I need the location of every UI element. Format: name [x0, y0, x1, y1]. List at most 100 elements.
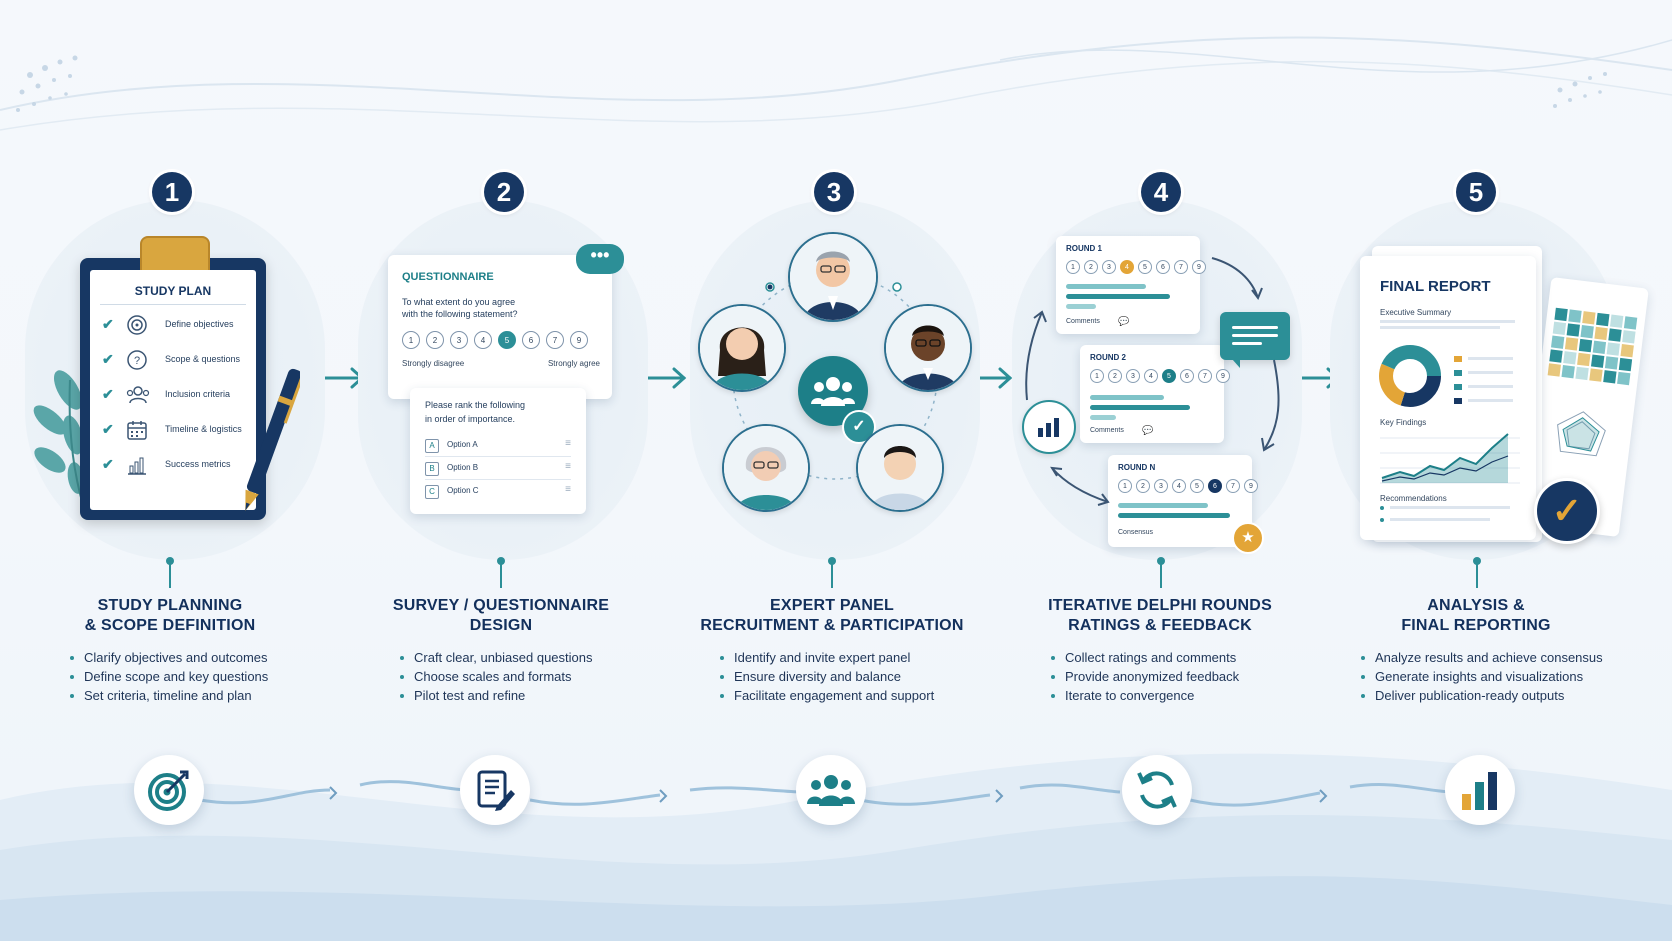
bullet-item: Define scope and key questions: [68, 667, 268, 686]
bullet-item: Facilitate engagement and support: [718, 686, 934, 705]
scale-option[interactable]: 1: [402, 331, 420, 349]
bottom-step-5[interactable]: [1445, 755, 1515, 825]
round-scale-option: 3: [1126, 369, 1140, 383]
step-5-number-badge: 5: [1456, 172, 1496, 212]
rank-option[interactable]: B Option B ≡: [425, 461, 571, 480]
check-icon: ✔: [102, 316, 114, 332]
study-plan-item: Scope & questions: [165, 354, 241, 364]
step-3-connector: [828, 557, 836, 588]
target-icon: [148, 770, 189, 811]
comment-icon: 💬: [1118, 316, 1130, 326]
ranking-card: Please rank the following in order of im…: [410, 388, 586, 514]
comment-icon: 💬: [1142, 425, 1154, 435]
scale-option[interactable]: 7: [546, 331, 564, 349]
expert-avatar: [698, 304, 786, 392]
scale-option[interactable]: 2: [426, 331, 444, 349]
step-3-bullets: Identify and invite expert panel Ensure …: [718, 648, 934, 705]
group-icon: [807, 775, 855, 806]
round-footer: Comments: [1066, 318, 1100, 325]
round-card: ROUND N 1 2 3 4 5 6 7 9 Consensus: [1108, 455, 1258, 547]
step-4-number-badge: 4: [1141, 172, 1181, 212]
expert-avatar: [788, 232, 878, 322]
rank-option[interactable]: A Option A ≡: [425, 438, 571, 457]
expert-avatar: [722, 424, 810, 512]
feedback-bubble-icon: [1220, 312, 1290, 368]
svg-text:?: ?: [134, 355, 140, 367]
bar-chart-icon: [1462, 772, 1497, 810]
scale-option[interactable]: 9: [570, 331, 588, 349]
report-heading: FINAL REPORT: [1380, 278, 1491, 295]
bullet-item: Deliver publication-ready outputs: [1359, 686, 1603, 705]
bottom-step-3[interactable]: [796, 755, 866, 825]
drag-handle-icon[interactable]: ≡: [565, 438, 571, 449]
check-icon: ✔: [102, 351, 114, 367]
bullet-item: Analyze results and achieve consensus: [1359, 648, 1603, 667]
clipboard-paper: STUDY PLAN: [90, 270, 256, 510]
calendar-icon: [127, 421, 147, 440]
round-scale-option: 5: [1138, 260, 1152, 274]
scale-option[interactable]: 6: [522, 331, 540, 349]
bullet-item: Identify and invite expert panel: [718, 648, 934, 667]
rank-option-label: Option C: [447, 486, 479, 495]
scale-option-selected[interactable]: 5: [498, 331, 516, 349]
rank-option-key: C: [425, 485, 439, 499]
people-icon: [126, 386, 150, 404]
target-small-icon: [127, 315, 147, 335]
step-1-connector: [166, 557, 174, 588]
cycle-arrows: [1025, 257, 1280, 506]
scale-option[interactable]: 4: [474, 331, 492, 349]
bullet-item: Set criteria, timeline and plan: [68, 686, 268, 705]
panel-center-icon: [798, 356, 868, 426]
bottom-step-1[interactable]: [134, 755, 204, 825]
line-chart: [1380, 433, 1520, 484]
questionnaire-card: QUESTIONNAIRE To what extent do you agre…: [388, 255, 612, 399]
step-4-connector: [1157, 557, 1165, 588]
step-2-title-line1: SURVEY / QUESTIONNAIRE: [392, 597, 610, 614]
rank-option-label: Option B: [447, 463, 479, 472]
rank-option[interactable]: C Option C ≡: [425, 484, 571, 502]
step-2-title: SURVEY / QUESTIONNAIRE DESIGN: [341, 596, 661, 636]
round-scale-option: 7: [1226, 479, 1240, 493]
bullet-item: Provide anonymized feedback: [1049, 667, 1239, 686]
round-scale: 1 2 3 4 5 6 7 9: [1090, 369, 1234, 383]
scale-option[interactable]: 3: [450, 331, 468, 349]
step-5-connector: [1473, 557, 1481, 588]
rank-line-2: in order of importance.: [425, 414, 516, 424]
round-scale: 1 2 3 4 5 6 7 9: [1118, 479, 1262, 493]
check-icon: ✔: [102, 421, 114, 437]
round-scale-option: 2: [1084, 260, 1098, 274]
round-scale-option: 6: [1156, 260, 1170, 274]
rank-line-1: Please rank the following: [425, 400, 526, 410]
rank-option-key: A: [425, 439, 439, 453]
study-plan-item: Define objectives: [165, 319, 234, 329]
approved-check-icon: ✓: [1534, 478, 1600, 544]
step-2-number-badge: 2: [484, 172, 524, 212]
pen-icon: [245, 368, 300, 511]
bullet-item: Craft clear, unbiased questions: [398, 648, 593, 667]
drag-handle-icon[interactable]: ≡: [565, 484, 571, 495]
round-scale-option: 2: [1108, 369, 1122, 383]
round-scale-option: 9: [1244, 479, 1258, 493]
result-bar: [1090, 405, 1190, 410]
study-plan-item: Timeline & logistics: [165, 424, 242, 434]
bullet-item: Ensure diversity and balance: [718, 667, 934, 686]
final-report-sheet: FINAL REPORT Executive Summary Key Findi…: [1360, 256, 1536, 540]
rank-option-label: Option A: [447, 440, 478, 449]
bottom-step-4[interactable]: [1122, 755, 1192, 825]
round-scale-option: 3: [1102, 260, 1116, 274]
step-5-title-line1: ANALYSIS &: [1427, 597, 1525, 614]
result-bar: [1066, 304, 1096, 309]
step-2-connector: [497, 557, 505, 588]
round-scale-option: 7: [1198, 369, 1212, 383]
round-scale: 1 2 3 4 5 6 7 9: [1066, 260, 1210, 274]
result-bar: [1118, 503, 1208, 508]
drag-handle-icon[interactable]: ≡: [565, 461, 571, 472]
bottom-step-2[interactable]: [460, 755, 530, 825]
step-1-title: STUDY PLANNING & SCOPE DEFINITION: [10, 596, 330, 636]
step-4-title: ITERATIVE DELPHI ROUNDS RATINGS & FEEDBA…: [1000, 596, 1320, 636]
round-scale-option-selected: 4: [1120, 260, 1134, 274]
scale-high-label: Strongly agree: [547, 359, 600, 368]
round-scale-option: 9: [1216, 369, 1230, 383]
round-footer: Comments: [1090, 427, 1124, 434]
